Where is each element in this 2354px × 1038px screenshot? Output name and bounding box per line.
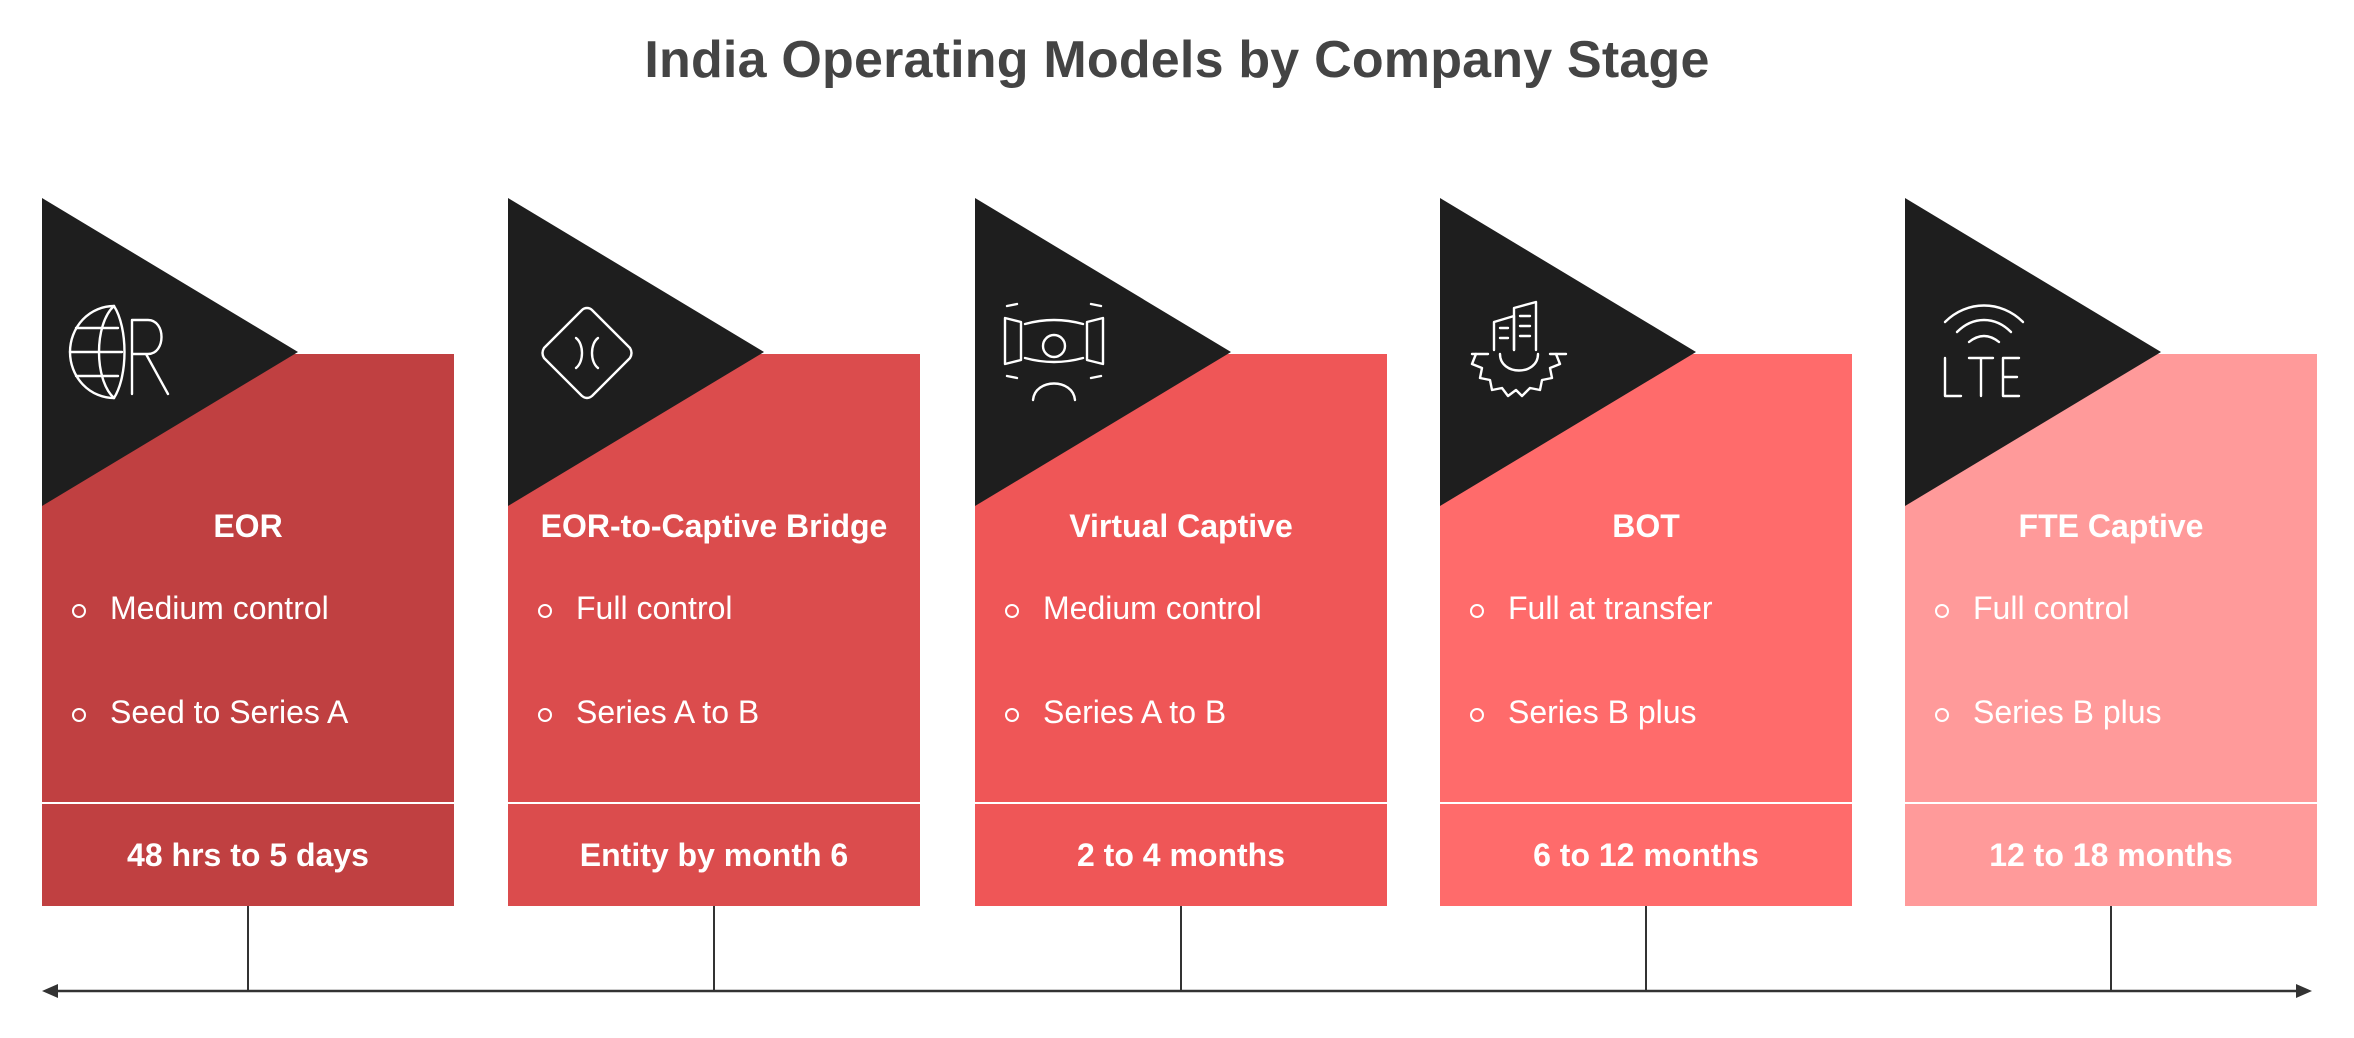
list-item: Full control — [1905, 588, 2317, 692]
timeline-label: 2 to 4 months — [1076, 836, 1285, 873]
lte-icon — [1943, 304, 2025, 398]
list-item: Series A to B — [975, 692, 1387, 796]
bridge-diamond-icon — [541, 306, 633, 400]
page-title: India Operating Models by Company Stage — [644, 31, 1710, 89]
bullet-list: Full at transfer Series B plus — [1440, 588, 1852, 796]
model-card-bot: 6 to 12 months BOT Full at transfer Seri… — [1440, 198, 1852, 906]
timeline-label: 48 hrs to 5 days — [127, 836, 369, 873]
bullet-list: Full control Series B plus — [1905, 588, 2317, 796]
bullet-icon — [538, 708, 552, 722]
bullet-icon — [1470, 604, 1484, 618]
timeline-connector — [713, 906, 715, 992]
model-name: BOT — [1612, 508, 1680, 544]
building-gear-icon — [1470, 300, 1568, 398]
list-item: Full at transfer — [1440, 588, 1852, 692]
card-footer: 2 to 4 months — [975, 804, 1387, 906]
card-footer: 6 to 12 months — [1440, 804, 1852, 906]
model-card-eor-to-captive-bridge: Entity by month 6 EOR-to-Captive Bridge … — [508, 198, 920, 906]
arrow-left-icon — [42, 984, 58, 998]
model-name: EOR — [213, 508, 283, 544]
timeline-label: 12 to 18 months — [1989, 836, 2233, 873]
bullet-list: Medium control Series A to B — [975, 588, 1387, 796]
model-card-fte-captive: 12 to 18 months FTE Captive Full control… — [1905, 198, 2317, 906]
timeline-label: 6 to 12 months — [1533, 836, 1759, 873]
card-footer: 12 to 18 months — [1905, 804, 2317, 906]
model-name: EOR-to-Captive Bridge — [540, 508, 888, 544]
card-footer: 48 hrs to 5 days — [42, 804, 454, 906]
bullet-icon — [1935, 604, 1949, 618]
list-item: Series B plus — [1440, 692, 1852, 796]
model-name: Virtual Captive — [1069, 508, 1293, 544]
bullet-list: Medium control Seed to Series A — [42, 588, 454, 796]
model-card-virtual-captive: 2 to 4 months Virtual Captive Medium con… — [975, 198, 1387, 906]
card-footer: Entity by month 6 — [508, 804, 920, 906]
list-item: Medium control — [42, 588, 454, 692]
arrow-right-icon — [2296, 984, 2312, 998]
timeline-connector — [1180, 906, 1182, 992]
timeline-connector — [1645, 906, 1647, 992]
list-item: Full control — [508, 588, 920, 692]
list-item: Series A to B — [508, 692, 920, 796]
model-name: FTE Captive — [2018, 508, 2204, 544]
timeline-connector — [2110, 906, 2112, 992]
bullet-icon — [1005, 604, 1019, 618]
timeline-connector — [247, 906, 249, 992]
list-item: Medium control — [975, 588, 1387, 692]
bullet-icon — [1005, 708, 1019, 722]
list-item: Series B plus — [1905, 692, 2317, 796]
bullet-icon — [1935, 708, 1949, 722]
model-card-eor: 48 hrs to 5 days EOR Medium control Seed… — [42, 198, 454, 906]
bullet-icon — [538, 604, 552, 618]
list-item: Seed to Series A — [42, 692, 454, 796]
bullet-icon — [72, 604, 86, 618]
eor-icon — [68, 304, 170, 400]
bullet-icon — [1470, 708, 1484, 722]
timeline-label: Entity by month 6 — [579, 836, 849, 873]
bullet-list: Full control Series A to B — [508, 588, 920, 796]
virtual-meeting-icon — [1003, 302, 1105, 402]
bullet-icon — [72, 708, 86, 722]
